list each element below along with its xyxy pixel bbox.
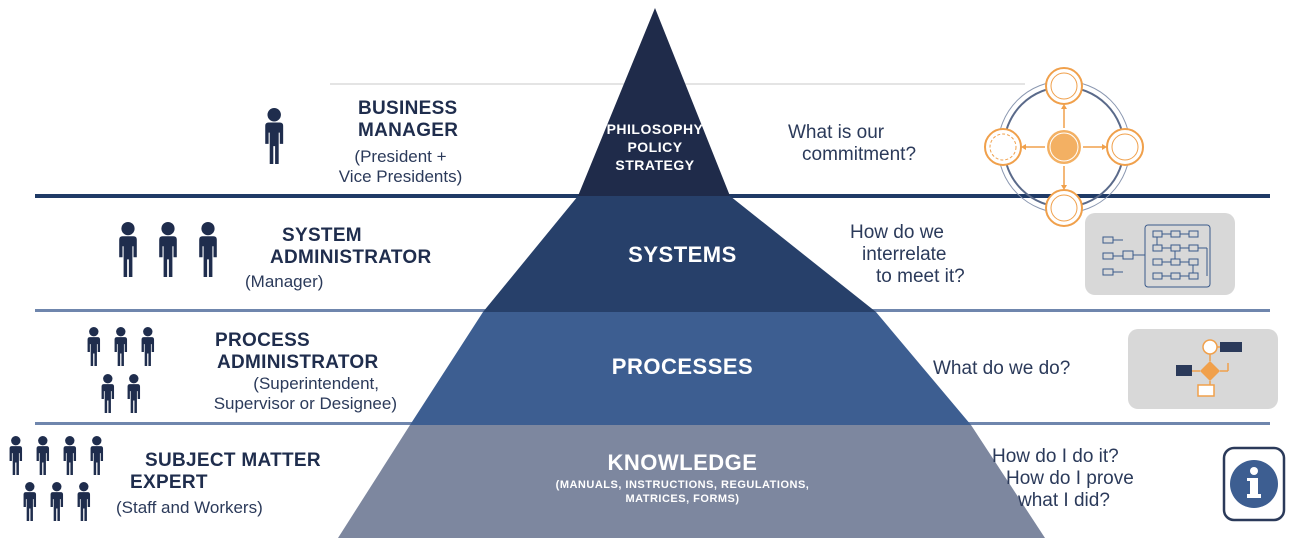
person-icon bbox=[199, 222, 217, 277]
tier-line: STRATEGY bbox=[615, 157, 695, 173]
tier-line: PHILOSOPHY bbox=[606, 121, 704, 137]
role-sub-line: (Manager) bbox=[245, 272, 324, 291]
person-icon-group-system bbox=[119, 222, 217, 277]
person-icon bbox=[114, 327, 128, 366]
tier-knowledge-shape bbox=[338, 425, 1045, 538]
role-title-system: SYSTEM ADMINISTRATOR bbox=[270, 225, 432, 269]
tier-sub-knowledge: (MANUALS, INSTRUCTIONS, REGULATIONS, MAT… bbox=[490, 478, 875, 506]
role-title-line: ADMINISTRATOR bbox=[217, 352, 379, 373]
system-map-icon bbox=[1102, 224, 1211, 288]
tier-sub-line: (MANUALS, INSTRUCTIONS, REGULATIONS, bbox=[555, 479, 810, 491]
tier-line: POLICY bbox=[627, 139, 683, 155]
question-line: interrelate bbox=[862, 244, 947, 265]
person-icon bbox=[36, 436, 50, 475]
tier-label-systems: SYSTEMS bbox=[595, 242, 770, 268]
role-title-line: SYSTEM bbox=[282, 225, 362, 246]
tier-systems-shape bbox=[483, 196, 876, 312]
question-commitment: What is our commitment? bbox=[788, 122, 916, 166]
role-title-line: MANAGER bbox=[358, 120, 459, 141]
role-sub-line: (Superintendent, bbox=[253, 374, 379, 393]
question-how-do-i: How do I do it? How do I prove what I di… bbox=[992, 446, 1134, 512]
question-line: to meet it? bbox=[876, 266, 965, 287]
person-icon bbox=[127, 374, 141, 413]
person-icon-group-process bbox=[87, 327, 155, 413]
info-icon bbox=[1222, 446, 1286, 522]
person-icon bbox=[50, 482, 64, 521]
tier-philosophy-shape bbox=[578, 8, 730, 196]
person-icon bbox=[101, 374, 115, 413]
tier-line: SYSTEMS bbox=[628, 242, 737, 267]
person-icon bbox=[141, 327, 155, 366]
question-line: What do we do? bbox=[933, 358, 1071, 379]
role-title-line: ADMINISTRATOR bbox=[270, 247, 432, 268]
person-icon bbox=[119, 222, 137, 277]
role-title-sme: SUBJECT MATTER EXPERT bbox=[130, 450, 321, 494]
question-line: How do I prove bbox=[1006, 468, 1134, 489]
person-icon bbox=[265, 108, 284, 164]
role-sub-line: Vice Presidents) bbox=[338, 167, 463, 186]
system-map-card bbox=[1085, 213, 1235, 295]
role-title-process: PROCESS ADMINISTRATOR bbox=[215, 330, 379, 374]
question-line: commitment? bbox=[802, 144, 917, 165]
question-line: What is our bbox=[788, 122, 885, 143]
role-sub-business: (President + Vice Presidents) bbox=[318, 147, 483, 187]
person-icon-group-business bbox=[265, 108, 284, 164]
question-interrelate: How do we interrelate to meet it? bbox=[850, 222, 965, 288]
question-line: what I did? bbox=[1018, 490, 1110, 511]
flowchart-icon bbox=[1176, 339, 1242, 397]
role-sub-line: (President + bbox=[354, 147, 447, 166]
person-icon bbox=[63, 436, 77, 475]
flowchart-card bbox=[1128, 329, 1278, 409]
person-icon bbox=[87, 327, 101, 366]
person-icon bbox=[77, 482, 91, 521]
tier-line: KNOWLEDGE bbox=[607, 450, 758, 475]
tier-label-philosophy: PHILOSOPHY POLICY STRATEGY bbox=[600, 120, 710, 174]
role-title-line: SUBJECT MATTER bbox=[145, 450, 321, 471]
role-sub-sme: (Staff and Workers) bbox=[116, 498, 263, 518]
role-title-line: EXPERT bbox=[130, 472, 208, 493]
role-sub-line: (Staff and Workers) bbox=[116, 498, 263, 517]
role-sub-line: Supervisor or Designee) bbox=[213, 394, 397, 413]
person-icon bbox=[9, 436, 23, 475]
person-icon bbox=[23, 482, 37, 521]
role-title-business: BUSINESS MANAGER bbox=[358, 98, 458, 142]
role-title-line: PROCESS bbox=[215, 330, 311, 351]
question-line: How do we bbox=[850, 222, 944, 243]
tier-processes-shape bbox=[410, 312, 971, 425]
tier-label-processes: PROCESSES bbox=[580, 354, 785, 380]
person-icon bbox=[90, 436, 104, 475]
question-what-do-we-do: What do we do? bbox=[933, 358, 1070, 380]
person-icon bbox=[159, 222, 177, 277]
role-sub-process: (Superintendent, Supervisor or Designee) bbox=[172, 374, 397, 414]
tier-line: PROCESSES bbox=[611, 354, 754, 379]
role-title-line: BUSINESS bbox=[358, 98, 458, 119]
tier-label-knowledge: KNOWLEDGE bbox=[490, 450, 875, 476]
role-sub-system: (Manager) bbox=[245, 272, 323, 292]
person-icon-group-sme bbox=[9, 436, 104, 521]
cycle-diagram-icon bbox=[984, 67, 1144, 227]
question-line: How do I do it? bbox=[992, 446, 1119, 467]
tier-sub-line: MATRICES, FORMS) bbox=[625, 493, 740, 505]
